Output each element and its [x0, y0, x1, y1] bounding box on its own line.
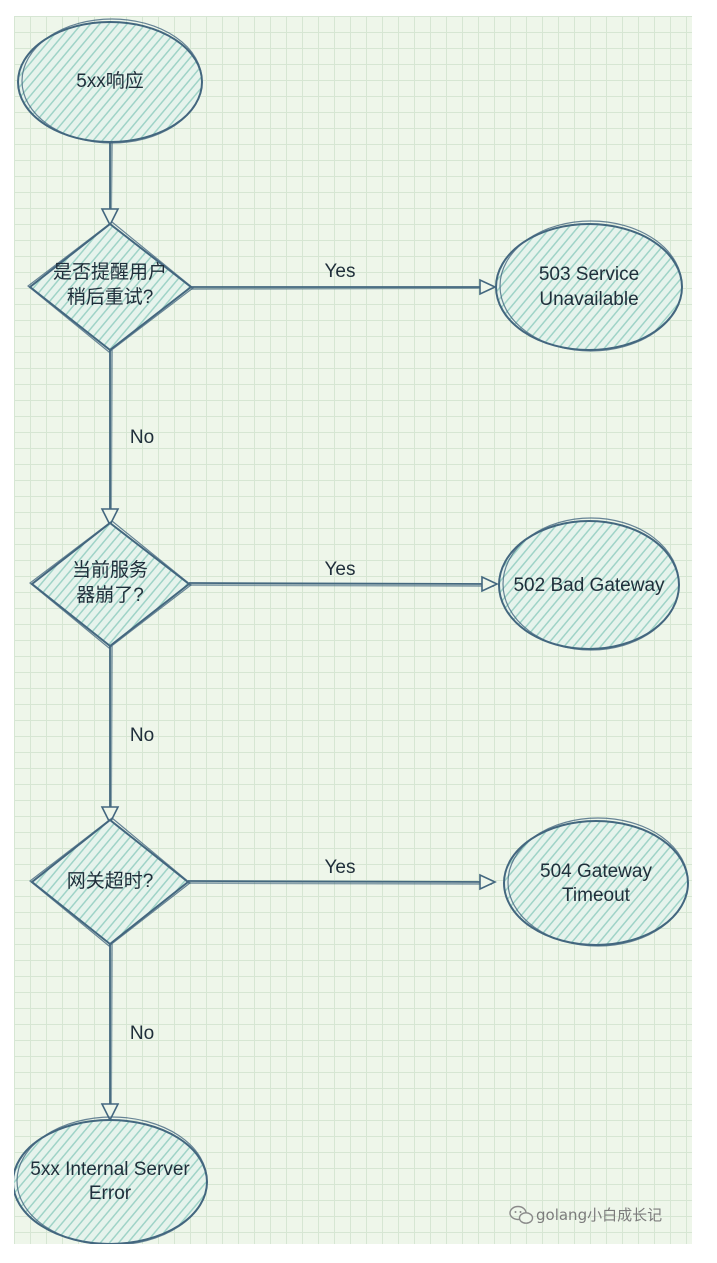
edge-decision1-no: No — [100, 349, 154, 527]
wechat-icon — [509, 1205, 534, 1224]
watermark: golang小白成长记 — [509, 1205, 662, 1224]
decision-node-1: 是否提醒用户 稍后重试? — [27, 221, 194, 353]
decision-node-2: 当前服务 器崩了? — [29, 520, 192, 649]
result-node-502: 502 Bad Gateway — [498, 517, 680, 651]
result-node-503: 503 Service Unavailable — [495, 220, 683, 352]
edge-decision2-yes: Yes — [188, 559, 499, 593]
decision-1-line-1: 是否提醒用户 — [53, 261, 167, 283]
result-502-label: 502 Bad Gateway — [513, 575, 665, 596]
diagram-canvas: Yes No Yes No Yes No 5xx响应 — [14, 16, 692, 1244]
decision-1-line-2: 稍后重试? — [67, 286, 154, 308]
edge-label-d2-no: No — [130, 725, 154, 746]
result-5xx-line-1: 5xx Internal Server — [30, 1159, 190, 1180]
edge-label-d3-yes: Yes — [325, 857, 356, 878]
edge-start-to-decision1 — [100, 142, 120, 227]
result-node-504: 504 Gateway Timeout — [503, 817, 689, 947]
flowchart: Yes No Yes No Yes No 5xx响应 — [14, 18, 689, 1244]
edge-label-d3-no: No — [130, 1023, 154, 1044]
watermark-text: golang小白成长记 — [536, 1206, 662, 1224]
edge-decision3-yes: Yes — [187, 857, 497, 891]
decision-3-label: 网关超时? — [67, 870, 154, 892]
edge-label-d2-yes: Yes — [325, 559, 356, 580]
decision-2-line-1: 当前服务 — [72, 559, 148, 581]
result-503-line-1: 503 Service — [539, 264, 639, 285]
edge-decision3-no: No — [100, 943, 154, 1122]
result-node-5xx: 5xx Internal Server Error — [14, 1116, 208, 1244]
result-503-line-2: Unavailable — [539, 289, 638, 310]
edge-label-d1-no: No — [130, 427, 154, 448]
edge-label-d1-yes: Yes — [325, 261, 356, 282]
start-node: 5xx响应 — [17, 18, 203, 144]
decision-2-line-2: 器崩了? — [76, 584, 144, 606]
edge-decision2-no: No — [100, 645, 154, 825]
result-504-line-1: 504 Gateway — [540, 861, 652, 882]
result-504-line-2: Timeout — [562, 885, 631, 906]
start-node-label: 5xx响应 — [76, 70, 144, 92]
result-5xx-line-2: Error — [89, 1183, 132, 1204]
edge-decision1-yes: Yes — [190, 261, 497, 296]
decision-node-3: 网关超时? — [29, 817, 191, 947]
